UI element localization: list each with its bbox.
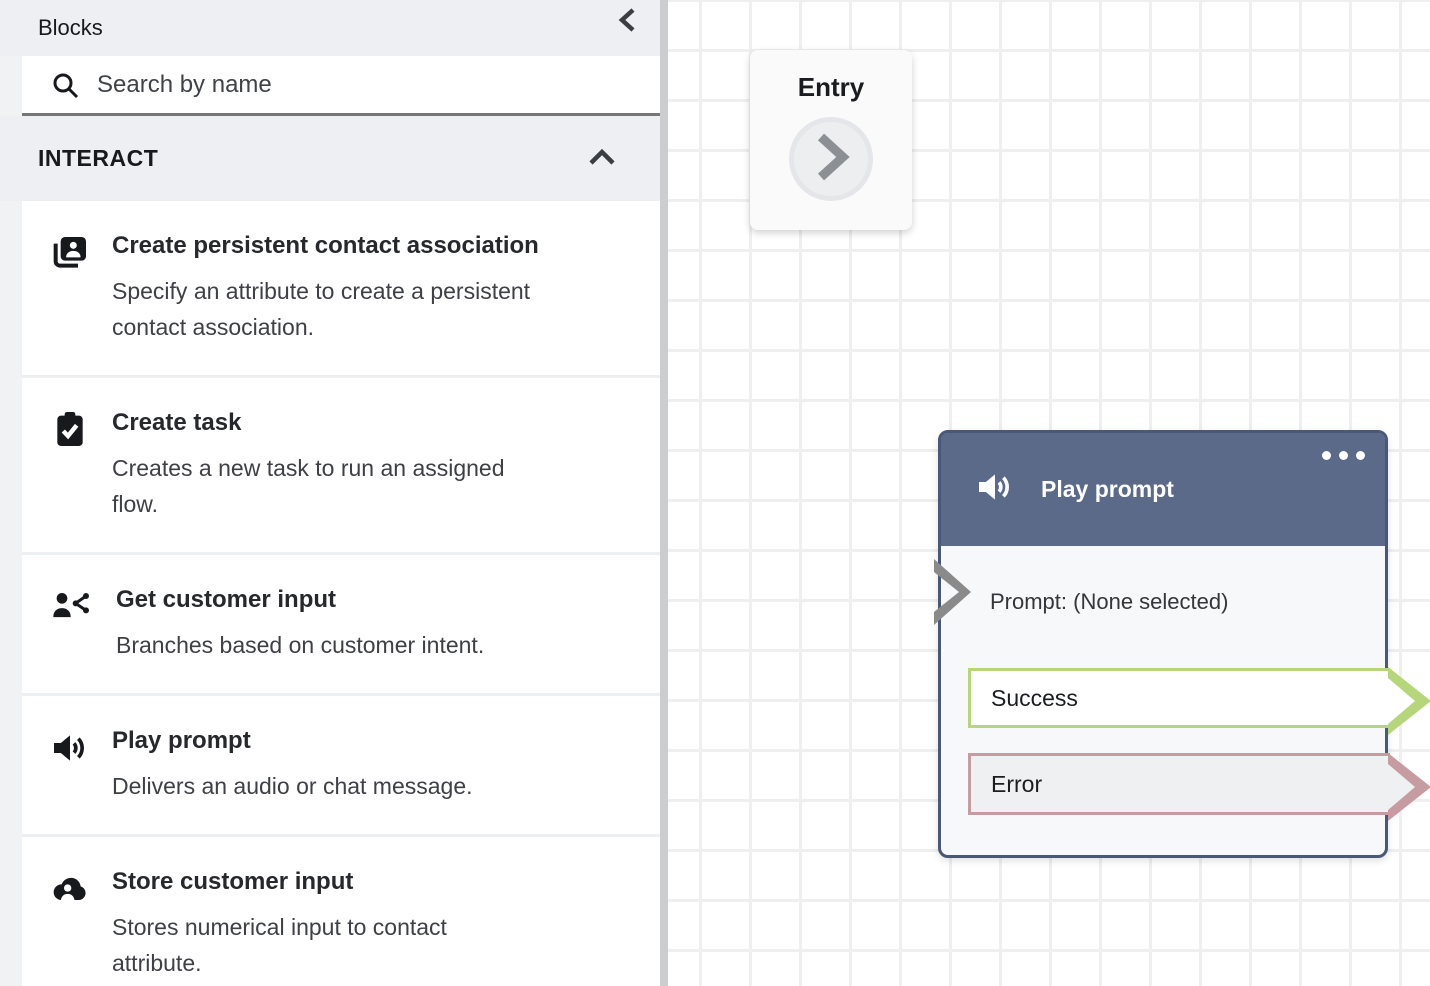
chevron-right-icon xyxy=(812,130,850,189)
block-item-create-task[interactable]: Create task Creates a new task to run an… xyxy=(22,375,660,552)
block-list: Create persistent contact association Sp… xyxy=(22,201,660,986)
speaker-icon xyxy=(50,726,90,804)
block-item-create-persistent-contact-association[interactable]: Create persistent contact association Sp… xyxy=(22,201,660,375)
prompt-summary: Prompt: (None selected) xyxy=(990,589,1229,614)
panel-title: Blocks xyxy=(38,15,103,40)
panel-divider xyxy=(660,0,668,986)
blocks-panel: Blocks INTERACT xyxy=(0,0,660,986)
block-item-store-customer-input[interactable]: Store customer input Stores numerical in… xyxy=(22,834,660,986)
section-header-interact[interactable]: INTERACT xyxy=(0,116,660,201)
chevron-up-icon xyxy=(588,148,616,171)
block-item-get-customer-input[interactable]: Get customer input Branches based on cus… xyxy=(22,552,660,693)
block-item-title: Get customer input xyxy=(116,586,337,613)
chevron-left-icon xyxy=(616,8,640,37)
block-item-description: Delivers an audio or chat message. xyxy=(112,773,473,799)
output-branch-success[interactable]: Success xyxy=(968,667,1430,735)
block-item-text: Store customer input Stores numerical in… xyxy=(112,867,447,981)
error-connector[interactable] xyxy=(1388,751,1430,829)
clipboard-check-icon xyxy=(50,408,90,522)
node-menu-button[interactable] xyxy=(1322,451,1365,460)
output-branch-error[interactable]: Error xyxy=(968,753,1430,821)
play-prompt-node[interactable]: Play prompt Prompt: (None selected) Succ… xyxy=(934,430,1430,858)
entry-node-connector[interactable] xyxy=(789,117,873,201)
cloud-person-icon xyxy=(50,867,90,981)
speaker-icon xyxy=(975,467,1015,512)
block-item-text: Get customer input Branches based on cus… xyxy=(116,585,484,663)
entry-node-title: Entry xyxy=(797,72,865,102)
blocks-panel-header: Blocks xyxy=(0,0,660,56)
block-item-text: Create persistent contact association Sp… xyxy=(112,231,539,345)
block-item-play-prompt[interactable]: Play prompt Delivers an audio or chat me… xyxy=(22,693,660,834)
block-item-description: Stores numerical input to contact attrib… xyxy=(112,914,447,976)
block-item-title: Play prompt xyxy=(112,727,251,754)
block-item-title: Create task xyxy=(112,409,242,436)
search-icon xyxy=(51,71,81,106)
block-item-title: Store customer input xyxy=(112,868,354,895)
section-label: INTERACT xyxy=(38,145,159,171)
contact-card-icon xyxy=(50,231,90,345)
block-item-title: Create persistent contact association xyxy=(112,232,539,259)
input-connector[interactable] xyxy=(934,559,974,630)
block-item-description: Branches based on customer intent. xyxy=(116,632,485,658)
search-row xyxy=(22,56,660,116)
entry-node[interactable]: Entry xyxy=(750,50,912,230)
branch-label: Error xyxy=(991,770,1043,797)
collapse-panel-button[interactable] xyxy=(616,6,640,37)
play-prompt-node-header: Play prompt xyxy=(941,433,1385,546)
block-item-text: Create task Creates a new task to run an… xyxy=(112,408,505,522)
success-connector[interactable] xyxy=(1388,665,1430,743)
search-input[interactable] xyxy=(22,56,660,113)
customer-branch-icon xyxy=(50,585,94,663)
branch-label: Success xyxy=(991,684,1078,711)
block-item-text: Play prompt Delivers an audio or chat me… xyxy=(112,726,473,804)
block-item-description: Creates a new task to run an assigned fl… xyxy=(112,455,505,517)
node-title: Play prompt xyxy=(1041,476,1174,502)
block-item-description: Specify an attribute to create a persist… xyxy=(112,278,531,340)
flow-canvas[interactable]: Entry Play prompt xyxy=(668,0,1430,986)
